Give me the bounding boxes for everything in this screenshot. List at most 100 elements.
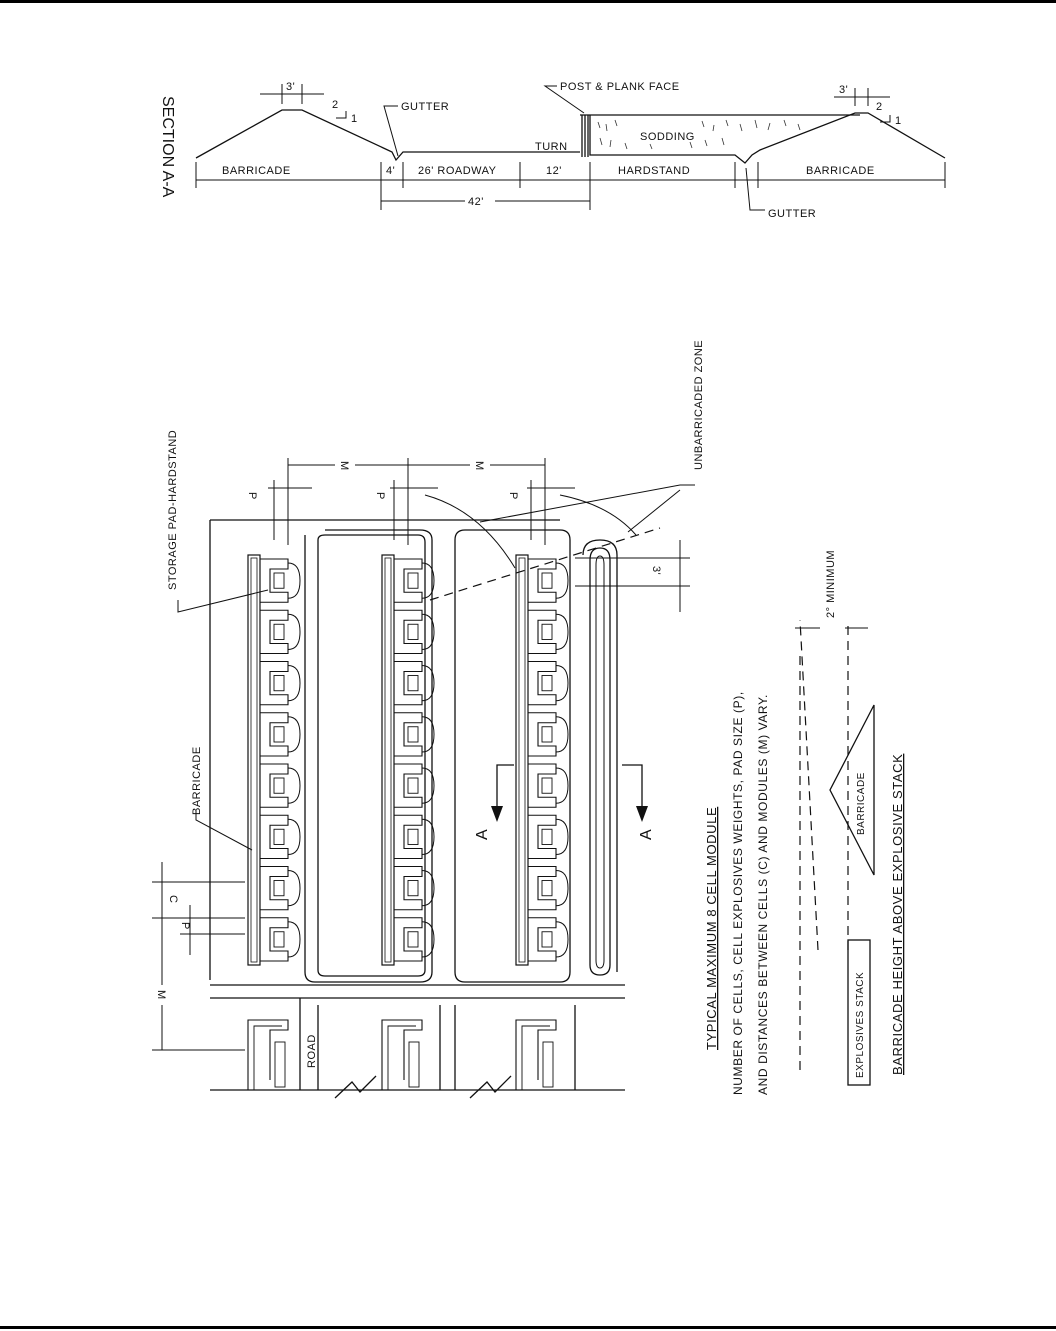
stub-barricade	[381, 1019, 423, 1090]
road-module-2	[454, 529, 571, 983]
plan-m-2: M	[473, 461, 485, 471]
section-barricade-left: BARRICADE	[222, 165, 291, 177]
cell-strip-3	[515, 554, 569, 966]
stub-pad	[274, 1041, 286, 1088]
storage-cell	[528, 558, 569, 603]
storage-pad	[407, 931, 419, 948]
storage-cell	[394, 917, 435, 962]
cell-barricade	[394, 609, 423, 655]
plan-section-a-right: A	[638, 829, 655, 840]
module-notes: TYPICAL MAXIMUM 8 CELL MODULE NUMBER OF …	[704, 691, 770, 1095]
plan-storage-pad: STORAGE PAD-HARDSTAND	[167, 430, 179, 590]
section-barricade-right: BARRICADE	[806, 165, 875, 177]
storage-cell	[260, 609, 301, 655]
cell-access	[421, 818, 435, 855]
cell-access	[287, 613, 301, 650]
height-title: BARRICADE HEIGHT ABOVE EXPLOSIVE STACK	[890, 754, 905, 1075]
next-module-stub-1	[247, 1019, 289, 1090]
storage-pad	[407, 828, 419, 845]
notes-title: TYPICAL MAXIMUM 8 CELL MODULE	[704, 807, 719, 1050]
storage-cell	[394, 712, 435, 757]
cell-strip-1	[247, 554, 301, 966]
storage-pad	[541, 828, 553, 845]
storage-pad	[407, 726, 419, 743]
cell-strip-2	[381, 554, 435, 966]
stub-pad	[408, 1041, 420, 1088]
cell-barricade	[394, 660, 423, 706]
barricade-wall	[247, 554, 261, 966]
storage-cell	[528, 917, 569, 962]
plan-p-3: P	[507, 492, 519, 500]
section-4ft: 4'	[386, 165, 395, 177]
cell-barricade	[528, 712, 557, 757]
storage-cell	[528, 660, 569, 706]
storage-pad	[273, 828, 285, 845]
storage-pad	[407, 675, 419, 692]
plan-view: M M P P P UNBARRICADED ZONE 3' STORAGE P…	[152, 340, 705, 1099]
section-hardstand: HARDSTAND	[618, 165, 690, 177]
section-top-width-left: 3'	[286, 81, 295, 93]
cell-barricade	[528, 917, 557, 962]
section-top-width-right: 3'	[839, 84, 848, 96]
plan-c-left: C	[167, 895, 179, 903]
cell-barricade	[394, 865, 423, 911]
cell-barricade	[394, 814, 423, 860]
cell-barricade	[528, 763, 557, 808]
cell-barricade	[528, 814, 557, 860]
storage-pad	[273, 931, 285, 948]
storage-cell	[394, 814, 435, 860]
cell-access	[287, 870, 301, 907]
cell-access	[421, 921, 435, 958]
cell-access	[421, 665, 435, 702]
section-ground-profile	[195, 109, 580, 162]
cell-access	[421, 613, 435, 650]
cell-barricade	[260, 917, 289, 962]
cell-access	[421, 767, 435, 804]
top-border	[0, 0, 1056, 3]
storage-pad	[273, 880, 285, 897]
storage-cell	[528, 865, 569, 911]
barricade-triangle	[829, 704, 875, 876]
stub-inner	[387, 1025, 416, 1090]
section-post-plank: POST & PLANK FACE	[560, 81, 680, 93]
cell-access	[287, 921, 301, 958]
storage-cell	[394, 865, 435, 911]
barricade-wall-inner	[250, 557, 258, 963]
cell-access	[555, 870, 569, 907]
storage-pad	[541, 623, 553, 640]
cell-access	[555, 716, 569, 753]
cell-access	[287, 767, 301, 804]
storage-cell	[260, 814, 301, 860]
cell-barricade	[260, 865, 289, 911]
cell-access	[287, 562, 301, 599]
barricade-height-detail: BARRICADE EXPLOSIVES STACK 2° MINIMUM BA…	[795, 550, 905, 1086]
storage-cell	[260, 865, 301, 911]
storage-cell	[260, 660, 301, 706]
storage-cell	[260, 917, 301, 962]
cell-access	[555, 767, 569, 804]
storage-cell	[260, 558, 301, 603]
road-module-1	[304, 529, 433, 983]
storage-pad	[541, 675, 553, 692]
barricade-wall-inner	[384, 557, 392, 963]
section-roadway: 26' ROADWAY	[418, 165, 497, 177]
next-module-stub-2	[381, 1019, 423, 1090]
unbarricaded-zone-line	[429, 527, 661, 601]
height-angle: 2° MINIMUM	[825, 550, 837, 618]
storage-pad	[407, 572, 419, 589]
cell-access	[287, 665, 301, 702]
break-mark	[334, 1075, 377, 1099]
storage-cell	[394, 609, 435, 655]
cell-barricade	[260, 763, 289, 808]
storage-cell	[528, 609, 569, 655]
cell-barricade	[528, 865, 557, 911]
plan-unbarricaded-zone: UNBARRICADED ZONE	[693, 340, 705, 470]
section-slope-run-left: 1	[351, 113, 358, 125]
next-module-cells	[247, 1019, 557, 1090]
storage-cell	[394, 558, 435, 603]
plan-barricade: BARRICADE	[191, 746, 203, 815]
plan-p-left: P	[179, 922, 191, 930]
storage-pad	[407, 623, 419, 640]
stub-pad	[542, 1041, 554, 1088]
storage-pad	[541, 931, 553, 948]
